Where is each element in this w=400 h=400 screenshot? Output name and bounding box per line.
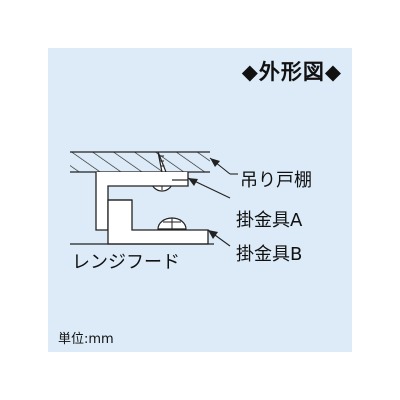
label-range-hood: レンジフード [72, 252, 180, 273]
mounting-screw-bottom [157, 217, 187, 230]
leader-lines [187, 157, 238, 247]
cabinet-shelf [70, 151, 210, 173]
label-hanging-cabinet: 吊り戸棚 [240, 170, 312, 191]
diagram-panel: ◆外形図◆ [48, 48, 352, 352]
label-bracket-b: 掛金具B [236, 244, 303, 265]
label-bracket-a: 掛金具A [236, 210, 303, 231]
bracket-b [107, 199, 209, 245]
diagram-title: ◆外形図◆ [241, 60, 342, 84]
unit-label: 単位:mm [58, 332, 114, 347]
outline-drawing [70, 151, 238, 247]
